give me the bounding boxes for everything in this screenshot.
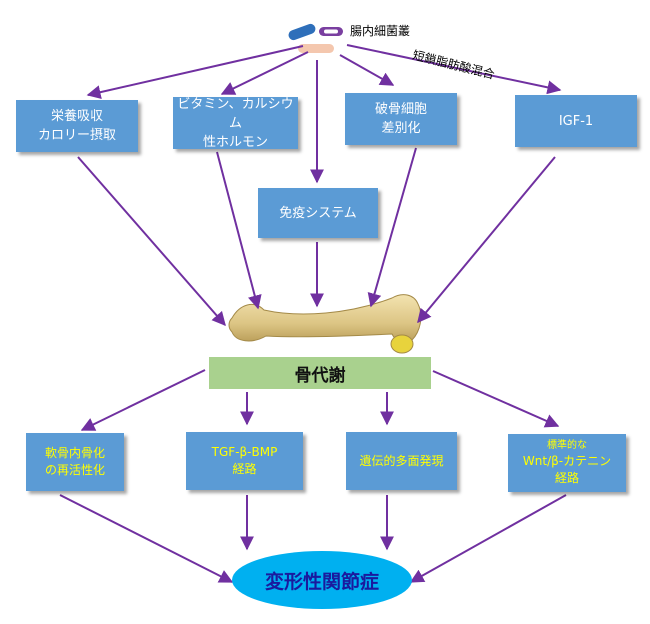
bone-metabolism-bar: 骨代謝 <box>209 357 431 389</box>
genetic-box: 遺伝的多面発現 <box>346 432 457 490</box>
igf-label: IGF-1 <box>558 113 594 129</box>
arrow-osteoclast-to-bone <box>367 147 417 308</box>
arrows-to-outcome <box>59 494 567 583</box>
nutrition-line-2: カロリー摂取 <box>37 128 116 143</box>
arrows-to-pathways <box>80 369 560 431</box>
igf-box: IGF-1 <box>515 95 637 147</box>
arrow-wnt-to-oa <box>409 494 567 583</box>
immune-box: 免疫システム <box>258 188 378 238</box>
arrow-to-osteoclast <box>339 54 395 86</box>
arrows-top <box>86 44 562 184</box>
bone-metabolism-label: 骨代謝 <box>294 365 346 386</box>
genetic-label: 遺伝的多面発現 <box>359 453 444 468</box>
osteoclast-line-2: 差別化 <box>381 121 421 136</box>
osteoarthritis-label: 変形性関節症 <box>264 570 379 593</box>
tgf-box: TGF-β-BMP 経路 <box>186 432 303 490</box>
bacteria-icon <box>288 23 343 53</box>
osteoarthritis-ellipse: 変形性関節症 <box>232 551 412 609</box>
tgf-line-1: TGF-β-BMP <box>211 445 278 459</box>
tgf-line-2: 経路 <box>232 462 257 476</box>
arrow-to-vitamin <box>220 51 309 95</box>
wnt-box: 標準的な Wnt/β-カテニン 経路 <box>508 434 626 492</box>
nutrition-line-1: 栄養吸収 <box>50 109 103 124</box>
arrows-to-bone <box>77 147 556 327</box>
wnt-line-1: 標準的な <box>547 440 587 451</box>
wnt-line-2: Wnt/β-カテニン <box>522 454 612 468</box>
arrow-to-nutrition <box>86 45 304 100</box>
arrow-nutrition-to-bone <box>77 156 226 327</box>
cartilage-line-2: の再活性化 <box>44 463 105 477</box>
osteoclast-box: 破骨細胞 差別化 <box>345 93 457 145</box>
arrow-vitamin-to-bone <box>216 151 262 310</box>
cartilage-line-1: 軟骨内骨化 <box>44 446 105 460</box>
osteoclast-line-1: 破骨細胞 <box>374 102 427 117</box>
arrow-to-cartilage <box>80 369 206 431</box>
arrow-igf-to-bone <box>417 156 556 324</box>
wnt-line-3: 経路 <box>554 471 579 485</box>
arrow-to-igf <box>346 44 562 95</box>
cartilage-box: 軟骨内骨化 の再活性化 <box>26 433 124 491</box>
arrow-to-wnt <box>432 370 560 428</box>
immune-label: 免疫システム <box>279 205 357 221</box>
vitamin-box: ビタミン、カルシウム 性ホルモン <box>173 96 298 150</box>
microbiota-label: 腸内細菌叢 <box>350 24 411 38</box>
vitamin-line-2: 性ホルモン <box>202 134 268 150</box>
arrow-cartilage-to-oa <box>59 494 234 583</box>
vitamin-line-1: ビタミン、カルシウム <box>177 96 294 131</box>
nutrition-box: 栄養吸収 カロリー摂取 <box>16 100 138 152</box>
